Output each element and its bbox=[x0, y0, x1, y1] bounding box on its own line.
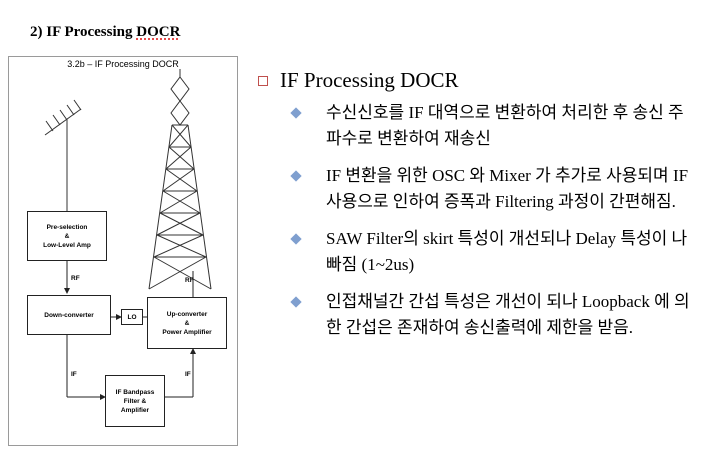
section-heading: 2) IF Processing DOCR bbox=[30, 24, 180, 41]
bullet-item: SAW Filter의 skirt 특성이 개선되나 Delay 특성이 나빠짐… bbox=[290, 226, 690, 278]
block-diagram-figure: 3.2b – IF Processing DOCR Pre-selection … bbox=[8, 56, 238, 446]
diamond-bullet-icon bbox=[290, 296, 302, 308]
diamond-bullet-icon bbox=[290, 107, 302, 119]
lo-block: LO bbox=[121, 309, 143, 325]
if-label-left: IF bbox=[71, 371, 77, 378]
square-bullet-icon bbox=[258, 75, 268, 86]
diamond-bullet-icon bbox=[290, 233, 302, 245]
figure-caption: 3.2b – IF Processing DOCR bbox=[67, 59, 179, 69]
block-diagram-drawing bbox=[44, 69, 212, 400]
rf-label-right: RF bbox=[185, 277, 194, 284]
slide-title-text: IF Processing DOCR bbox=[280, 68, 459, 92]
upconverter-block: Up-converter & Power Amplifier bbox=[147, 297, 227, 349]
bullet-item: IF 변환을 위한 OSC 와 Mixer 가 추가로 사용되며 IF 사용으로… bbox=[290, 163, 690, 215]
rf-label-left: RF bbox=[71, 275, 80, 282]
if-label-right: IF bbox=[185, 371, 191, 378]
section-heading-text: 2) IF Processing bbox=[30, 24, 137, 40]
downconverter-block: Down-converter bbox=[27, 295, 111, 335]
diamond-bullet-icon bbox=[290, 170, 302, 182]
bullet-item: 인접채널간 간섭 특성은 개선이 되나 Loopback 에 의한 간섭은 존재… bbox=[290, 289, 690, 341]
bullet-item: 수신신호를 IF 대역으로 변환하여 처리한 후 송신 주파수로 변환하여 재송… bbox=[290, 100, 690, 152]
bullet-text: IF 변환을 위한 OSC 와 Mixer 가 추가로 사용되며 IF 사용으로… bbox=[326, 166, 689, 211]
bullet-text: 수신신호를 IF 대역으로 변환하여 처리한 후 송신 주파수로 변환하여 재송… bbox=[326, 103, 684, 148]
bullet-text: 인접채널간 간섭 특성은 개선이 되나 Loopback 에 의한 간섭은 존재… bbox=[326, 292, 690, 337]
section-heading-acronym: DOCR bbox=[136, 24, 181, 40]
bullet-list: 수신신호를 IF 대역으로 변환하여 처리한 후 송신 주파수로 변환하여 재송… bbox=[290, 100, 690, 352]
preselection-block: Pre-selection & Low-Level Amp bbox=[27, 211, 107, 261]
transmit-tower-icon bbox=[148, 69, 212, 290]
bullet-text: SAW Filter의 skirt 특성이 개선되나 Delay 특성이 나빠짐… bbox=[326, 229, 688, 274]
slide-title: IF Processing DOCR bbox=[258, 68, 459, 93]
if-bandpass-block: IF Bandpass Filter & Amplifier bbox=[105, 375, 165, 427]
receive-antenna-icon bbox=[44, 99, 82, 211]
